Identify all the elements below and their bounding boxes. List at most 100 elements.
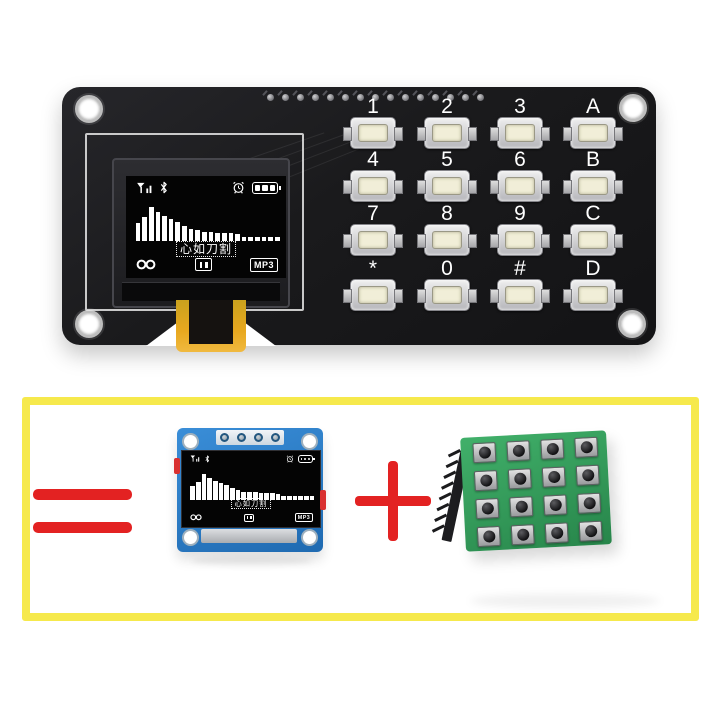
keypad-key-C[interactable] (563, 224, 623, 256)
keypad-key-cell: D (563, 258, 623, 311)
qq-icon (190, 514, 202, 521)
spectrum-equalizer (135, 203, 280, 242)
key-label: 4 (367, 148, 379, 171)
oled-flex-strip (201, 529, 297, 543)
song-title: 心如刀割 (230, 498, 272, 510)
pause-icon (244, 513, 255, 522)
smd-component (174, 458, 180, 474)
player-bar: MP3 (136, 257, 278, 272)
blue-pin-strip (216, 430, 284, 445)
key-label: 6 (514, 148, 526, 171)
keypad-key-cell: 2 (417, 95, 477, 149)
mounting-hole (301, 529, 318, 546)
keypad-key-B[interactable] (563, 170, 623, 202)
keypad-key-D[interactable] (563, 279, 623, 311)
oled-driver-strip (122, 282, 280, 301)
key-label: 8 (441, 202, 453, 225)
tact-button[interactable] (507, 468, 532, 490)
mp3-badge: MP3 (249, 257, 278, 272)
keypad-key-cell: 8 (417, 202, 477, 256)
oled-module: 心如刀割 MP3 (112, 158, 290, 308)
keypad-key-0[interactable] (417, 279, 477, 311)
tact-grid (460, 430, 612, 552)
mounting-hole (618, 310, 646, 338)
keypad-key-#[interactable] (490, 279, 550, 311)
tact-button[interactable] (506, 440, 531, 462)
keypad-key-cell: 6 (490, 148, 550, 202)
keypad-key-9[interactable] (490, 224, 550, 256)
tact-button[interactable] (578, 520, 603, 542)
keypad-key-cell: 3 (490, 95, 550, 149)
mp3-badge: MP3 (294, 513, 314, 523)
tact-button[interactable] (541, 466, 566, 488)
tact-button[interactable] (475, 497, 500, 520)
tact-button[interactable] (577, 492, 602, 514)
key-label: B (585, 148, 600, 171)
keypad-key-4[interactable] (343, 170, 403, 202)
keypad-key-*[interactable] (343, 279, 403, 311)
key-label: * (368, 257, 378, 280)
key-label: # (514, 257, 526, 280)
signal-icon (136, 183, 152, 194)
tact-button[interactable] (574, 436, 599, 458)
mounting-hole (75, 310, 103, 338)
keypad-key-A[interactable] (563, 117, 623, 149)
song-title-row: 心如刀割 (182, 498, 320, 510)
keypad-key-6[interactable] (490, 170, 550, 202)
oled-screen-small: 心如刀割 MP3 (181, 450, 321, 528)
keypad-key-3[interactable] (490, 117, 550, 149)
status-bar (190, 455, 315, 463)
tact-button[interactable] (476, 525, 501, 548)
keypad-display-board: 心如刀割 MP3 1 2 3 A 4 5 6 B 7 8 9 C * 0 # D (62, 87, 656, 352)
tact-button[interactable] (472, 442, 497, 464)
key-label: 3 (514, 95, 526, 118)
status-bar (136, 181, 281, 195)
shadow (192, 556, 312, 566)
qq-icon (136, 259, 155, 270)
mounting-hole (301, 433, 318, 450)
key-label: A (585, 95, 600, 118)
mounting-hole (75, 95, 103, 123)
shadow (470, 594, 660, 608)
spectrum-equalizer (190, 471, 315, 500)
keypad-key-7[interactable] (343, 224, 403, 256)
keypad-key-cell: 0 (417, 258, 477, 311)
song-title: 心如刀割 (175, 241, 236, 258)
tact-button[interactable] (543, 494, 568, 516)
flex-cable (176, 300, 246, 352)
keypad-key-5[interactable] (417, 170, 477, 202)
keypad-breakout-module (431, 428, 619, 562)
signal-icon (190, 455, 200, 463)
keypad-key-2[interactable] (417, 117, 477, 149)
song-title-row: 心如刀割 (126, 241, 286, 258)
key-label: 2 (441, 95, 453, 118)
keypad-key-cell: 1 (343, 96, 403, 149)
smd-component (320, 490, 326, 510)
keypad-key-cell: 9 (490, 202, 550, 256)
keypad-key-cell: A (563, 95, 623, 149)
bluetooth-icon (205, 455, 209, 463)
mounting-hole (182, 433, 199, 450)
keypad-key-8[interactable] (417, 224, 477, 256)
tact-button[interactable] (544, 522, 569, 544)
battery-icon (252, 182, 281, 195)
keypad-key-cell: 4 (343, 148, 403, 202)
keypad-key-cell: B (563, 148, 623, 202)
key-label: 9 (514, 202, 526, 225)
flex-cable-conductor (189, 300, 233, 344)
tact-button[interactable] (540, 438, 565, 460)
key-label: 5 (441, 148, 453, 171)
mounting-hole (182, 529, 199, 546)
key-label: 7 (367, 202, 379, 225)
oled-breakout-module: 心如刀割 MP3 (174, 428, 326, 552)
keypad-key-cell: * (343, 257, 403, 311)
tact-button[interactable] (510, 524, 535, 546)
keypad-key-cell: 5 (417, 148, 477, 202)
tact-button[interactable] (473, 470, 498, 492)
tact-button[interactable] (575, 464, 600, 486)
tact-button[interactable] (509, 496, 534, 518)
keypad-key-1[interactable] (343, 117, 403, 149)
key-label: C (585, 202, 601, 225)
pin-header-solder-row (267, 92, 497, 102)
